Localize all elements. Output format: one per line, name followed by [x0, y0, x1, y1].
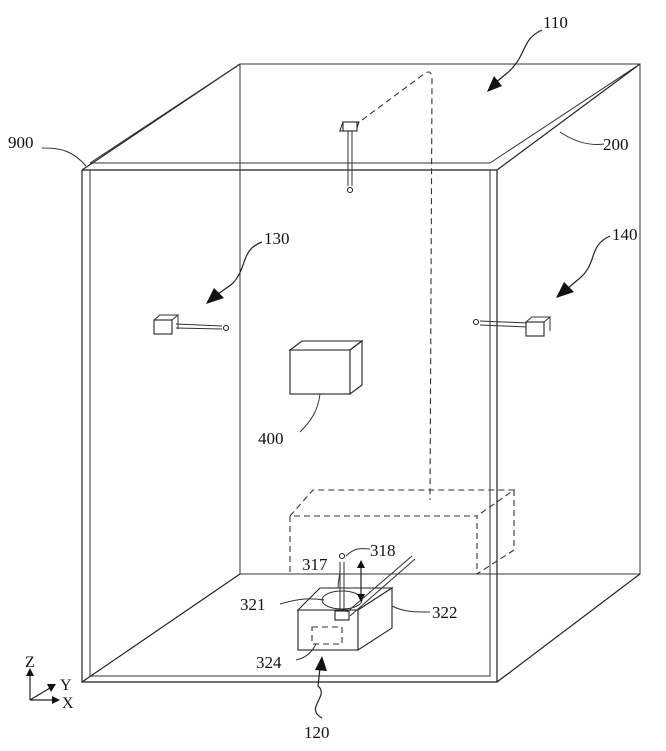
leader-900 — [41, 147, 87, 167]
object-front — [289, 349, 351, 395]
axis-x-label: X — [62, 695, 74, 712]
reference-numerals: 110 900 200 130 140 400 318 317 321 322 … — [8, 13, 638, 742]
front-face-inner — [89, 170, 491, 677]
object-side — [349, 339, 363, 396]
leader-130-head — [206, 288, 224, 304]
label-321: 321 — [240, 595, 266, 614]
ceiling-sensor-housing — [342, 121, 358, 132]
leader-140-head — [556, 282, 574, 298]
axis-y-line — [29, 687, 51, 701]
back-face — [239, 63, 641, 575]
leader-120 — [315, 667, 323, 719]
leader-110 — [493, 29, 543, 85]
label-120: 120 — [304, 723, 330, 742]
leader-110-head — [487, 76, 502, 92]
axis-z-label: Z — [25, 654, 35, 671]
axis-y-head — [47, 684, 56, 692]
coordinate-axes: Z Y X — [25, 654, 74, 712]
slanted-arm-1 — [346, 555, 413, 613]
leader-140 — [567, 235, 611, 289]
leaders — [41, 29, 611, 719]
right-sensor-140 — [472, 316, 552, 337]
dashed-volume-top — [289, 489, 516, 517]
base-box-side — [357, 586, 393, 652]
right-sensor-housing — [525, 321, 545, 337]
label-130: 130 — [264, 229, 290, 248]
leader-317 — [337, 569, 341, 589]
label-400: 400 — [258, 429, 284, 448]
floor-unit-120 — [296, 552, 416, 652]
axis-y-label: Y — [60, 677, 72, 694]
left-rod-1 — [175, 323, 223, 327]
motion-arrow-up-head — [357, 560, 365, 568]
leader-322 — [391, 605, 431, 613]
label-322: 322 — [432, 603, 458, 622]
right-rod-1 — [479, 320, 529, 324]
ceiling-probe-tip — [346, 186, 354, 194]
right-rod-2 — [479, 324, 529, 328]
object-400 — [288, 339, 364, 396]
label-324: 324 — [256, 653, 282, 672]
leader-324 — [295, 643, 317, 661]
leader-321 — [279, 598, 325, 605]
motion-arrow-down-head — [357, 594, 365, 602]
label-317: 317 — [302, 555, 328, 574]
floor-probe-tip — [338, 552, 346, 560]
ceiling-cable — [353, 71, 433, 501]
left-sensor-housing — [153, 319, 173, 335]
leader-130 — [217, 241, 263, 295]
leader-400 — [299, 393, 321, 433]
room-enclosure — [81, 63, 641, 683]
depth-edge-top-right — [496, 63, 641, 171]
axis-z-head — [26, 668, 34, 676]
depth-edge-bottom-left — [81, 573, 241, 683]
slanted-arm-2 — [349, 558, 416, 617]
label-900: 900 — [8, 133, 34, 152]
axis-x-head — [52, 696, 60, 704]
leader-200 — [559, 131, 605, 145]
left-rod-2 — [175, 327, 223, 330]
right-probe-tip — [472, 318, 480, 326]
leader-318 — [345, 548, 371, 557]
left-sensor-housing-top — [153, 314, 180, 321]
depth-edge-bottom-right — [496, 573, 641, 683]
label-110: 110 — [543, 13, 568, 32]
ceiling-sensor-110 — [338, 71, 433, 501]
dashed-volume-side — [476, 490, 515, 575]
label-318: 318 — [370, 541, 396, 560]
left-probe-tip — [222, 324, 230, 332]
sensor-head-317 — [334, 610, 350, 621]
dashed-volume — [289, 489, 516, 575]
label-200: 200 — [603, 135, 629, 154]
left-sensor-130 — [153, 314, 230, 335]
depth-edge-top-right-inner — [489, 63, 641, 164]
depth-edge-top-left-inner — [89, 63, 241, 164]
leader-120-head — [315, 656, 327, 671]
inner-component-324 — [311, 626, 343, 645]
label-140: 140 — [612, 225, 638, 244]
right-sensor-housing-top — [525, 316, 552, 323]
